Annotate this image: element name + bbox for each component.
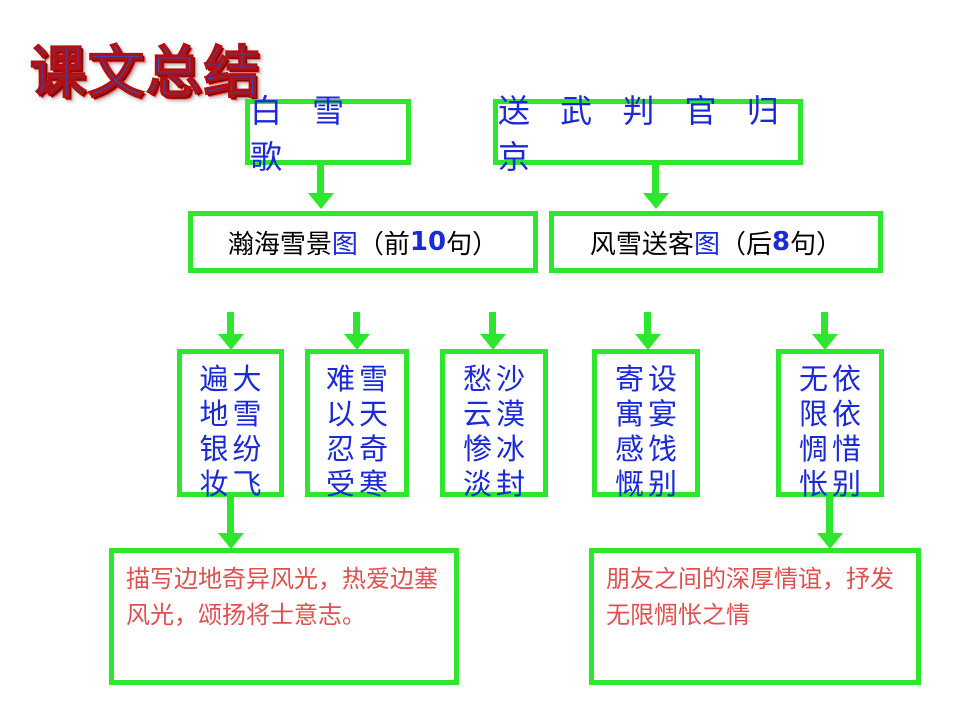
poem-title-text: 送 武 判 官 归 京	[498, 92, 789, 176]
section-word: 图	[331, 229, 358, 260]
arrow-down-icon	[344, 312, 370, 350]
section-prefix: 风雪送客	[589, 229, 694, 260]
phrase-column-right: 沙漠冰封	[495, 362, 525, 501]
phrase-column-right: 大雪纷飞	[232, 362, 262, 501]
poem-title-text: 白 雪 歌	[250, 92, 355, 176]
phrase-column-left: 愁云惨淡	[462, 362, 492, 501]
phrase-box-5: 无限惆怅 依依惜别	[776, 349, 884, 501]
arrow-down-icon	[817, 497, 843, 549]
section-paren-close: 句）	[446, 229, 499, 260]
section-count: 10	[409, 227, 447, 257]
phrase-column-left: 难以忍受	[325, 362, 355, 501]
arrow-down-icon	[308, 165, 334, 209]
phrase-column-left: 遍地银妆	[199, 362, 229, 501]
section-prefix: 瀚海雪景	[227, 229, 332, 260]
arrow-down-icon	[218, 312, 244, 350]
section-count: 8	[771, 227, 791, 257]
section-paren-close: 句）	[790, 229, 843, 260]
arrow-down-icon	[643, 165, 669, 209]
poem-title-box-songwu: 送 武 判 官 归 京	[493, 92, 803, 176]
phrase-box-1: 遍地银妆 大雪纷飞	[177, 349, 284, 501]
phrase-box-4: 寄寓感慨 设宴饯别	[592, 349, 700, 501]
summary-box-right: 朋友之间的深厚情谊，抒发无限惆怅之情	[589, 548, 921, 685]
arrow-down-icon	[480, 312, 506, 350]
arrow-down-icon	[635, 312, 661, 350]
page-title: 课文总结	[29, 40, 262, 107]
section-word: 图	[693, 229, 720, 260]
summary-box-left: 描写边地奇异风光，热爱边塞风光，颂扬将士意志。	[109, 548, 459, 685]
arrow-down-icon	[812, 312, 838, 350]
arrow-down-icon	[218, 497, 244, 549]
phrase-column-right: 设宴饯别	[647, 362, 677, 501]
phrase-box-3: 愁云惨淡 沙漠冰封	[440, 349, 548, 501]
phrase-column-left: 无限惆怅	[798, 362, 828, 501]
summary-text: 朋友之间的深厚情谊，抒发无限惆怅之情	[606, 565, 894, 629]
poem-title-box-baixuege: 白 雪 歌	[245, 92, 411, 176]
phrase-column-left: 寄寓感慨	[614, 362, 644, 501]
section-paren-open: （后	[719, 229, 772, 260]
section-paren-open: （前	[357, 229, 410, 260]
summary-text: 描写边地奇异风光，热爱边塞风光，颂扬将士意志。	[126, 565, 438, 629]
phrase-column-right: 雪天奇寒	[358, 362, 388, 501]
phrase-column-right: 依依惜别	[831, 362, 861, 501]
phrase-box-2: 难以忍受 雪天奇寒	[305, 349, 409, 501]
